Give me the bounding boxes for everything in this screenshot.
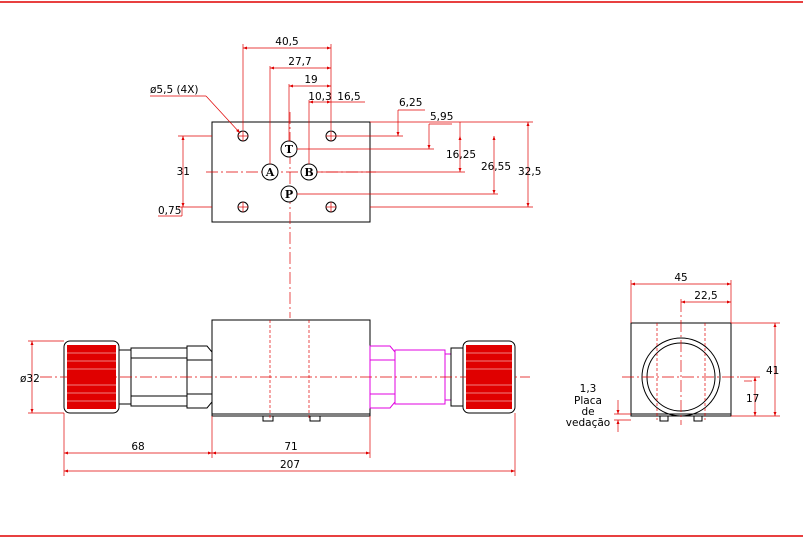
seal-note-placa: Placa bbox=[574, 395, 602, 407]
dim-68: 68 bbox=[131, 441, 144, 453]
seal-note-vedacao: vedação bbox=[566, 417, 610, 429]
dim-5-95: 5,95 bbox=[430, 111, 453, 123]
dim-0-75: 0,75 bbox=[158, 205, 181, 217]
port-p: P bbox=[280, 185, 298, 203]
seal-note-de: de bbox=[581, 406, 594, 418]
top-view: T A B P 40,5 27,7 19 10,3 16,5 bbox=[150, 36, 541, 318]
dim-22-5: 22,5 bbox=[694, 290, 717, 302]
valve-body bbox=[211, 319, 371, 422]
mounting-hole bbox=[325, 201, 337, 213]
port-b-label: B bbox=[304, 166, 313, 179]
front-view: ø32 68 71 207 bbox=[20, 319, 530, 476]
dim-6-25: 6,25 bbox=[399, 97, 422, 109]
seal-note-1-3: 1,3 bbox=[580, 383, 597, 395]
side-view: 45 22,5 41 17 1,3 Placa de vedação bbox=[566, 272, 780, 432]
port-a-label: A bbox=[265, 166, 275, 179]
dim-16-5: 16,5 bbox=[337, 91, 360, 103]
mounting-hole bbox=[237, 201, 249, 213]
dim-10-3: 10,3 bbox=[308, 91, 331, 103]
hole-callout: ø5,5 (4X) bbox=[150, 84, 199, 96]
dim-207: 207 bbox=[280, 459, 300, 471]
dim-32-5: 32,5 bbox=[518, 166, 541, 178]
port-t-label: T bbox=[285, 143, 294, 156]
dim-71: 71 bbox=[284, 441, 297, 453]
dim-17: 17 bbox=[746, 393, 759, 405]
port-b: B bbox=[300, 163, 318, 181]
dim-31: 31 bbox=[177, 166, 190, 178]
dim-27-7: 27,7 bbox=[288, 56, 311, 68]
dim-dia-32: ø32 bbox=[20, 373, 40, 385]
dim-19: 19 bbox=[304, 74, 317, 86]
dim-45: 45 bbox=[674, 272, 687, 284]
port-a: A bbox=[261, 163, 279, 181]
dim-40-5: 40,5 bbox=[275, 36, 298, 48]
mounting-hole bbox=[325, 130, 337, 142]
port-t: T bbox=[280, 140, 298, 158]
dim-16-25: 16,25 bbox=[446, 149, 476, 161]
mounting-hole bbox=[237, 130, 249, 142]
port-p-label: P bbox=[285, 188, 293, 201]
dim-41: 41 bbox=[766, 365, 779, 377]
dim-26-55: 26,55 bbox=[481, 161, 511, 173]
